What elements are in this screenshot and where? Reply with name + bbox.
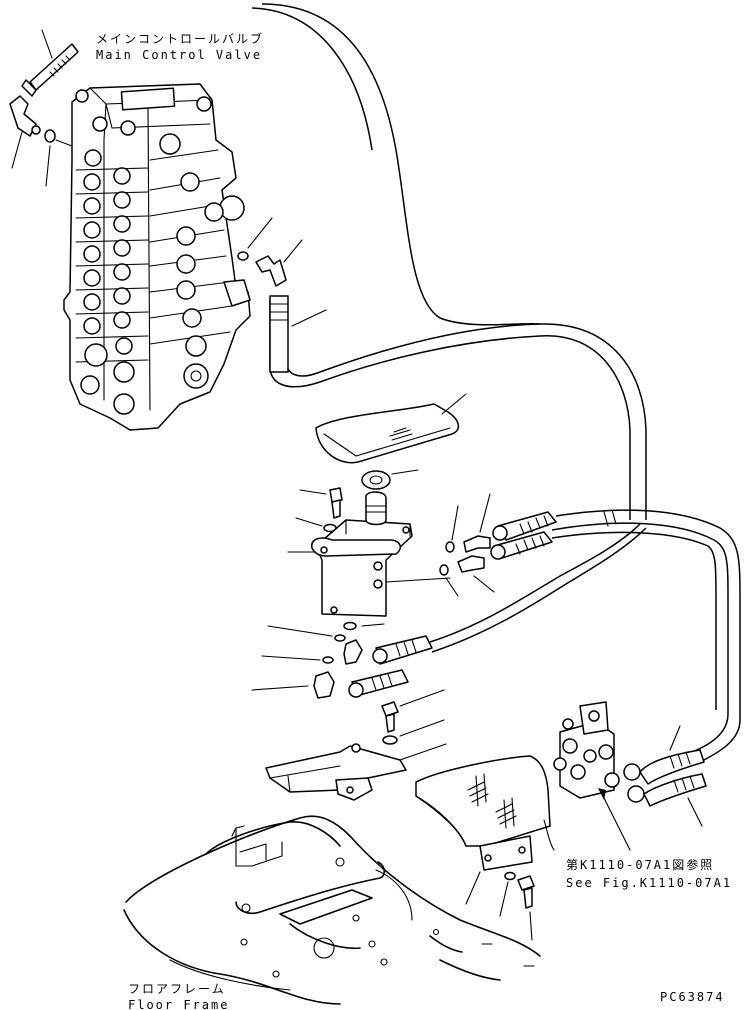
nut [361,469,419,490]
valve-ports [80,116,136,415]
drawing-number: PC63874 [660,990,725,1004]
elbow-fitting-right [237,217,303,287]
pilot-valve [287,491,451,617]
see-figure-label-jp: 第K1110-07A1図参照 [566,858,715,872]
bolt-lower [381,689,445,745]
floor-frame-label-en: Floor Frame [128,998,230,1010]
main-control-valve-label-jp: メインコントロールバルブ [96,32,265,46]
hose-upper [269,295,647,520]
main-control-valve [63,83,251,431]
bolt-top-left [21,29,79,97]
main-control-valve-label-en: Main Control Valve [96,48,263,62]
control-cable [251,3,541,326]
floor-frame-label-jp: フロアフレーム [128,982,226,996]
see-figure-label-en: See Fig.K1110-07A1 [566,876,733,890]
manifold-block [553,701,707,851]
pedal-cover [315,393,467,464]
pilot-hoses-right [490,509,741,763]
elbow-fitting-top-left [9,95,73,187]
pilot-fittings-right [439,493,495,597]
pedal-bracket [265,743,447,801]
valve-side-fittings [75,87,251,389]
floor-frame [123,815,541,1005]
pedal-screw [499,871,535,941]
pilot-fittings-lower [251,523,647,699]
pedal [415,755,555,905]
bolt-small [295,487,343,533]
